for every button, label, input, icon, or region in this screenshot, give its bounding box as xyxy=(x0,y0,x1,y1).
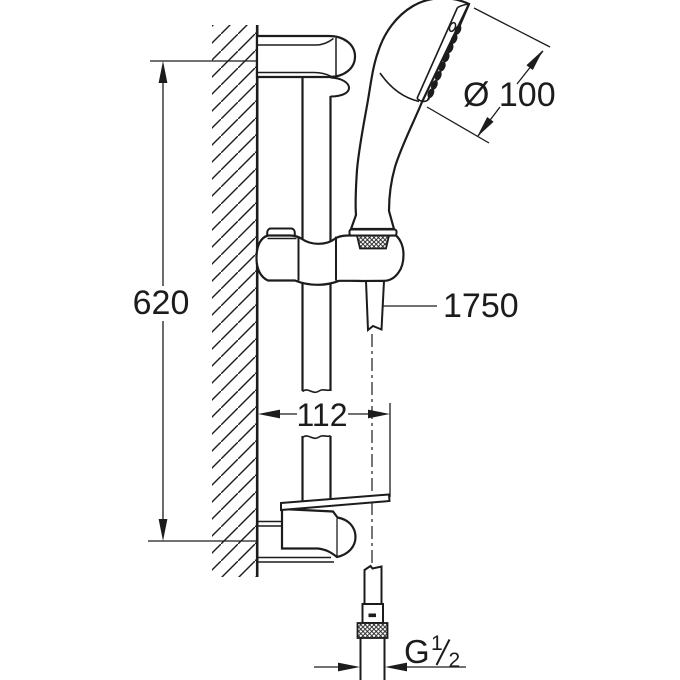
mounting-wall-hatch xyxy=(212,25,259,577)
dim-head-diameter: Ø 100 xyxy=(426,7,556,144)
dim-hose-length: 1750 xyxy=(383,287,519,325)
spray-nozzles xyxy=(427,24,462,99)
handshower xyxy=(348,0,471,250)
connector-upper-tube xyxy=(363,564,383,605)
hose-segment xyxy=(364,280,386,333)
rail-break-lower xyxy=(301,434,332,440)
face-tip-bottom xyxy=(416,97,429,103)
thread-denominator-label: 2 xyxy=(449,649,461,672)
fraction-slash xyxy=(435,639,451,666)
bracket-body xyxy=(255,34,357,79)
arrow-lower-icon xyxy=(477,117,494,137)
dim-ext-lower xyxy=(426,106,490,144)
wall-offset-label: 112 xyxy=(296,397,347,433)
spray-face-inner-edge xyxy=(416,7,459,99)
hose-connector xyxy=(356,564,389,680)
dim-rail-height: 620 xyxy=(133,60,256,542)
arrow-up-icon xyxy=(158,61,168,83)
face-pivot-hole xyxy=(448,21,457,33)
dim-ext-upper xyxy=(473,7,551,48)
bottom-wall-bracket xyxy=(257,493,391,563)
arrow-left-icon xyxy=(385,662,407,672)
thread-numerator-label: 1 xyxy=(431,632,443,655)
thread-prefix-label: G xyxy=(404,633,430,670)
head-handle-seam xyxy=(379,72,420,103)
arrow-left-icon xyxy=(258,409,280,419)
shower-hose-upper xyxy=(364,280,386,333)
bracket-inner-top xyxy=(257,37,334,46)
handle-knurled-nut xyxy=(355,234,391,250)
arrow-right-icon xyxy=(368,409,390,419)
bracket-inner-bottom xyxy=(257,71,332,78)
bracket-body xyxy=(280,507,357,559)
face-tip-top xyxy=(457,3,470,9)
arrow-right-icon xyxy=(338,662,360,672)
arrow-upper-icon xyxy=(526,50,543,70)
rail-top-collar xyxy=(330,76,350,98)
rail-break-upper xyxy=(301,388,332,394)
head-diameter-label: Ø 100 xyxy=(463,76,556,114)
dim-wall-offset: 112 xyxy=(258,397,391,497)
top-wall-bracket xyxy=(255,34,357,98)
rail-height-label: 620 xyxy=(133,284,190,322)
shower-rail xyxy=(301,77,332,502)
dim-thread-size: G 1 2 xyxy=(314,632,466,672)
arrow-down-icon xyxy=(158,519,168,541)
handshower-outline xyxy=(349,0,471,231)
soap-dish-shelf xyxy=(280,493,391,512)
wall-hatch-area xyxy=(212,25,257,577)
hose-length-label: 1750 xyxy=(443,287,519,325)
collar-detent xyxy=(368,613,376,618)
connector-knurled-nut xyxy=(356,622,389,639)
